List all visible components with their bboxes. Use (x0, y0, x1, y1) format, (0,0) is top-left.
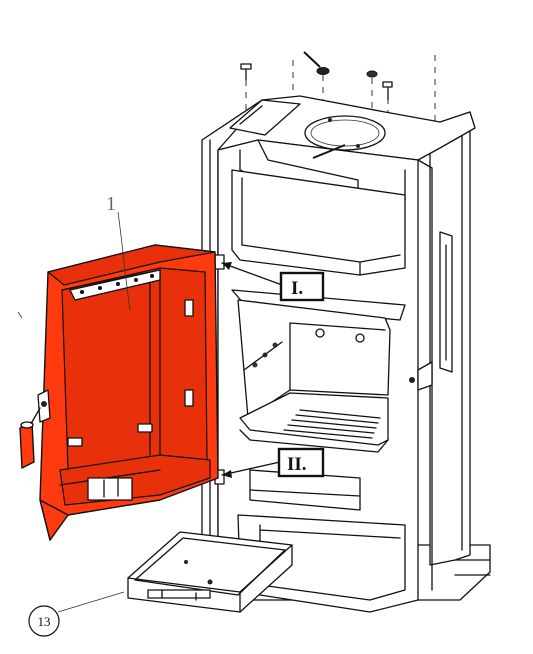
washer-icon (366, 70, 378, 78)
part-number-13: 13 (38, 614, 51, 629)
part-number-1: 1 (106, 193, 116, 215)
ash-tray-part-13 (127, 531, 293, 613)
door-handle-icon (19, 389, 51, 469)
position-label-I: I. (221, 262, 325, 302)
screw-icon (240, 63, 252, 81)
callout-13: 13 (28, 591, 125, 637)
stove-body (201, 95, 491, 613)
position-I-text: I. (291, 278, 303, 299)
door-part-1 (39, 244, 219, 541)
position-label-II: II. (221, 447, 325, 478)
position-II-text: II. (287, 454, 307, 475)
bolt-icon (382, 81, 393, 101)
door-rail-screws (80, 274, 154, 294)
grate-slots (283, 409, 381, 439)
washer-nut-icon (303, 51, 330, 75)
